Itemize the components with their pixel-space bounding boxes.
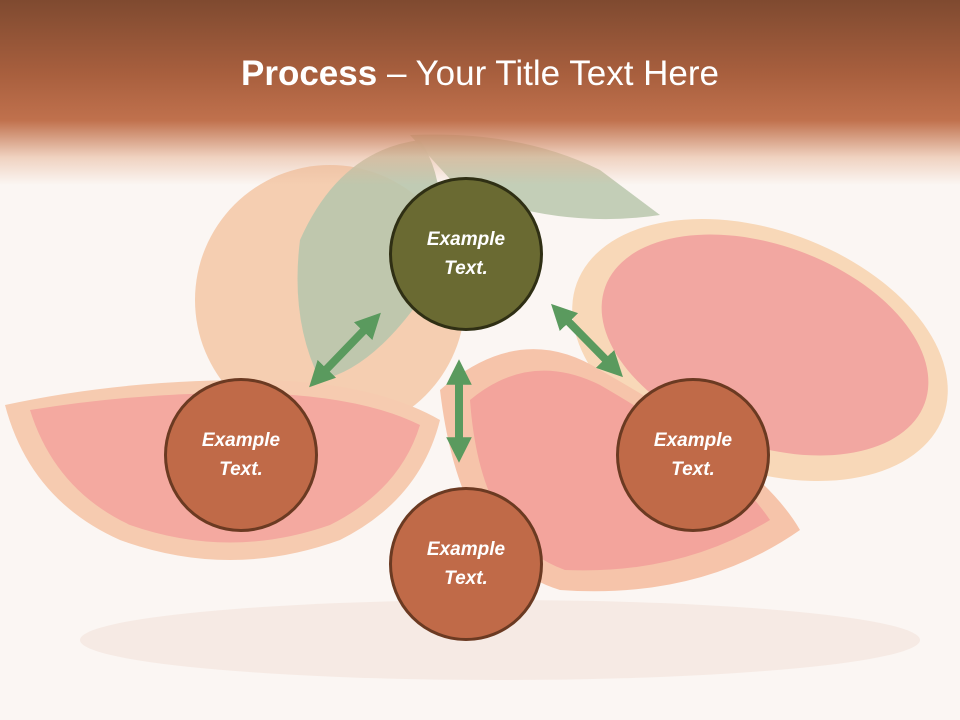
process-node-top: Example Text. xyxy=(389,177,543,331)
slide-title: Process – Your Title Text Here xyxy=(0,52,960,96)
title-banner xyxy=(0,0,960,185)
process-node-left-label: Example Text. xyxy=(201,430,281,480)
process-node-top-label: Example Text. xyxy=(426,229,506,279)
arrow-top-left xyxy=(309,312,381,388)
process-node-left: Example Text. xyxy=(164,378,318,532)
slide-title-bold: Process xyxy=(241,54,378,93)
process-node-right: Example Text. xyxy=(616,378,770,532)
slide-title-rest: – Your Title Text Here xyxy=(377,54,719,93)
process-node-bottom-label: Example Text. xyxy=(426,539,506,589)
arrow-top-right xyxy=(551,303,623,378)
process-node-right-label: Example Text. xyxy=(653,430,733,480)
process-node-bottom: Example Text. xyxy=(389,487,543,641)
